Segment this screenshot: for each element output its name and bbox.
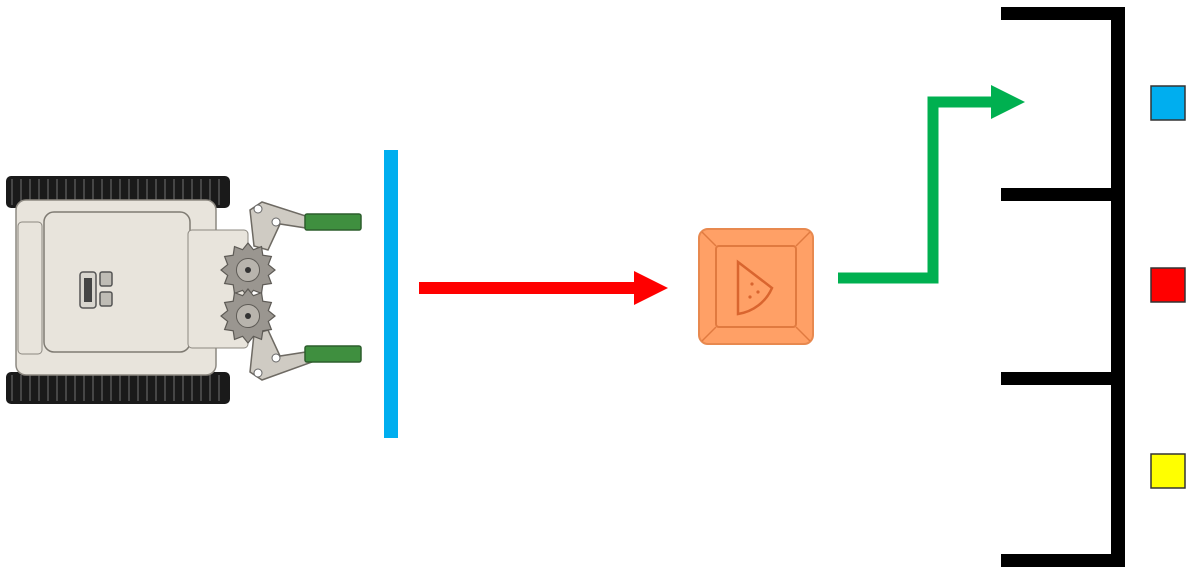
gear-icon: [220, 288, 276, 344]
gear-icon: [220, 242, 276, 298]
chassis-top-panel: [43, 211, 191, 353]
zone-wall-spine: [1111, 7, 1125, 567]
button-1: [99, 271, 113, 287]
chassis-left-strip: [17, 221, 43, 355]
yellow-zone-marker: [1150, 453, 1186, 489]
zone-divider-top: [1001, 7, 1125, 20]
zone-walls: [1001, 7, 1125, 567]
bottom-track: [6, 372, 230, 404]
start-line: [384, 150, 398, 438]
zone-divider-2: [1001, 372, 1125, 385]
usb-port-inner: [84, 278, 92, 302]
blue-zone-marker: [1150, 85, 1186, 121]
zone-divider-1: [1001, 188, 1125, 201]
button-2: [99, 291, 113, 307]
robot-with-claw-icon: [6, 176, 362, 404]
gripper-upper: [304, 213, 362, 231]
arrow-to-cube: [419, 271, 668, 305]
claw-upper-arm: [249, 201, 314, 251]
zone-divider-bottom: [1001, 554, 1125, 567]
arrow-to-zone: [838, 85, 1025, 284]
gripper-lower: [304, 345, 362, 363]
red-zone-marker: [1150, 267, 1186, 303]
watermelon-cube-icon: [698, 228, 814, 345]
